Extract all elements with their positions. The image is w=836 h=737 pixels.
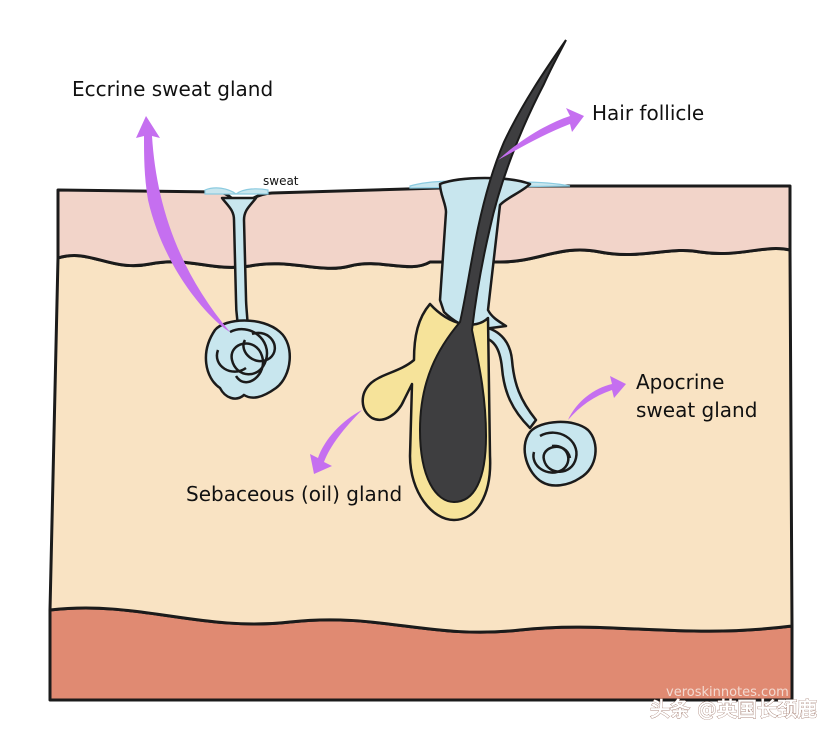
apocrine-arrow <box>568 376 626 420</box>
apocrine-gland-coil <box>523 420 597 487</box>
apocrine-label-line1: Apocrine <box>636 370 724 394</box>
apocrine-duct <box>476 324 538 430</box>
sweat-surface <box>204 187 269 195</box>
sweat-label: sweat <box>263 174 299 188</box>
sebaceous-label: Sebaceous (oil) gland <box>186 482 402 506</box>
hair-follicle-arrow <box>498 108 584 160</box>
watermark-source: 头条 @英国长颈鹿 <box>650 697 817 721</box>
eccrine-label: Eccrine sweat gland <box>72 77 273 101</box>
hair-shaft <box>418 39 567 504</box>
eccrine-arrow <box>136 116 230 332</box>
eccrine-gland-coil <box>204 319 292 400</box>
hair-follicle-label: Hair follicle <box>592 101 704 125</box>
apocrine-label-line2: sweat gland <box>636 398 757 422</box>
sebaceous-arrow <box>310 410 362 474</box>
watermark-url: veroskinnotes.com <box>666 685 789 700</box>
